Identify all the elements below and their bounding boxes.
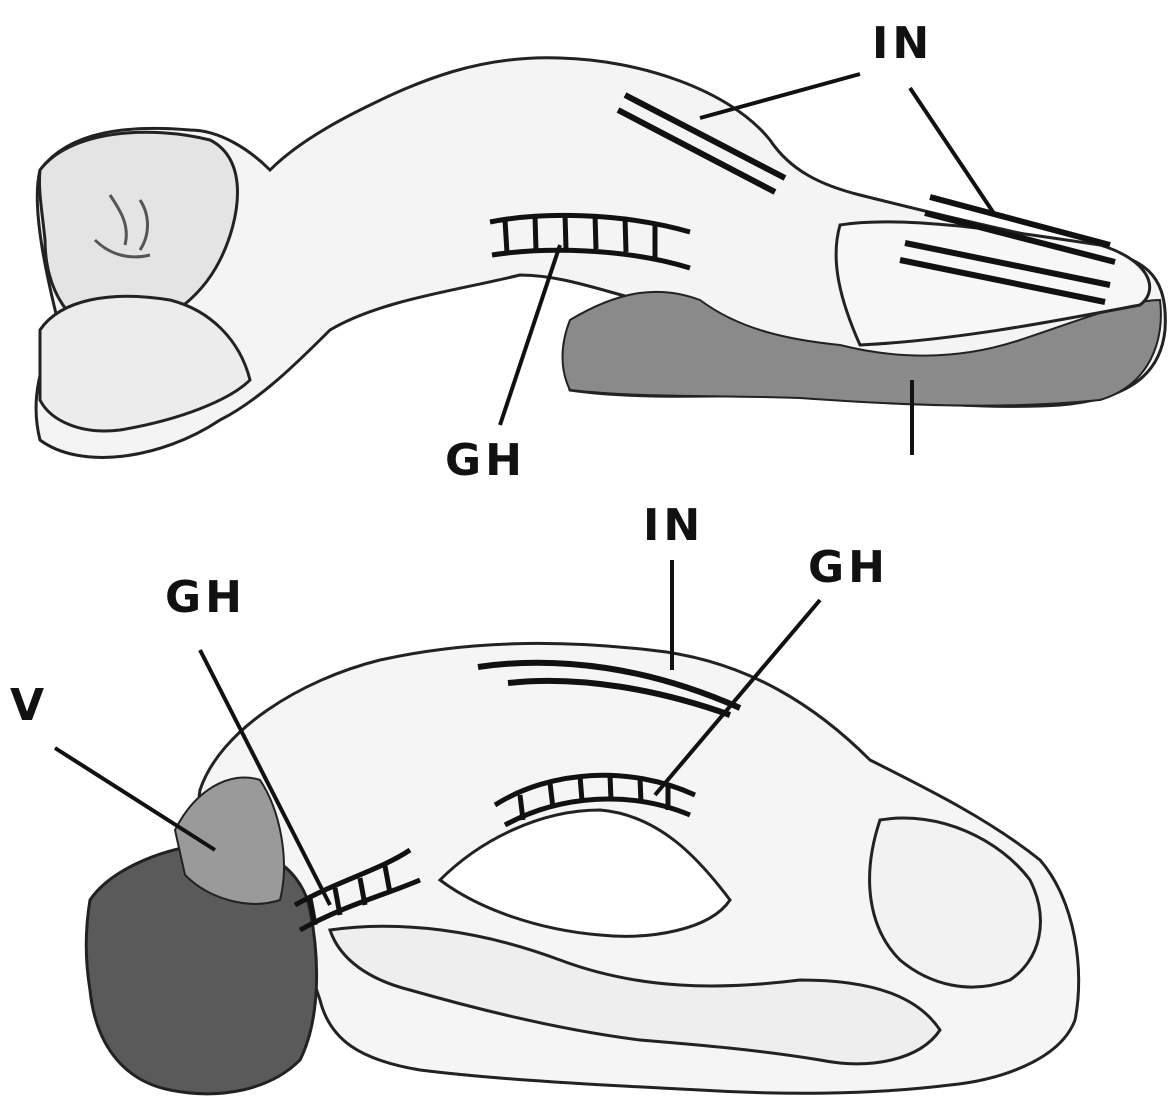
bottom-label-in: IN [643, 500, 704, 551]
bottom-label-gh-left: GH [165, 572, 246, 623]
top-label-gh: GH [445, 435, 526, 486]
top-label-in: IN [872, 18, 933, 69]
bottom-panel: IN GH GH V [10, 500, 1079, 1094]
bottom-label-gh-right: GH [808, 542, 889, 593]
top-panel: IN GH [36, 18, 1165, 486]
bottom-label-v: V [10, 680, 48, 731]
